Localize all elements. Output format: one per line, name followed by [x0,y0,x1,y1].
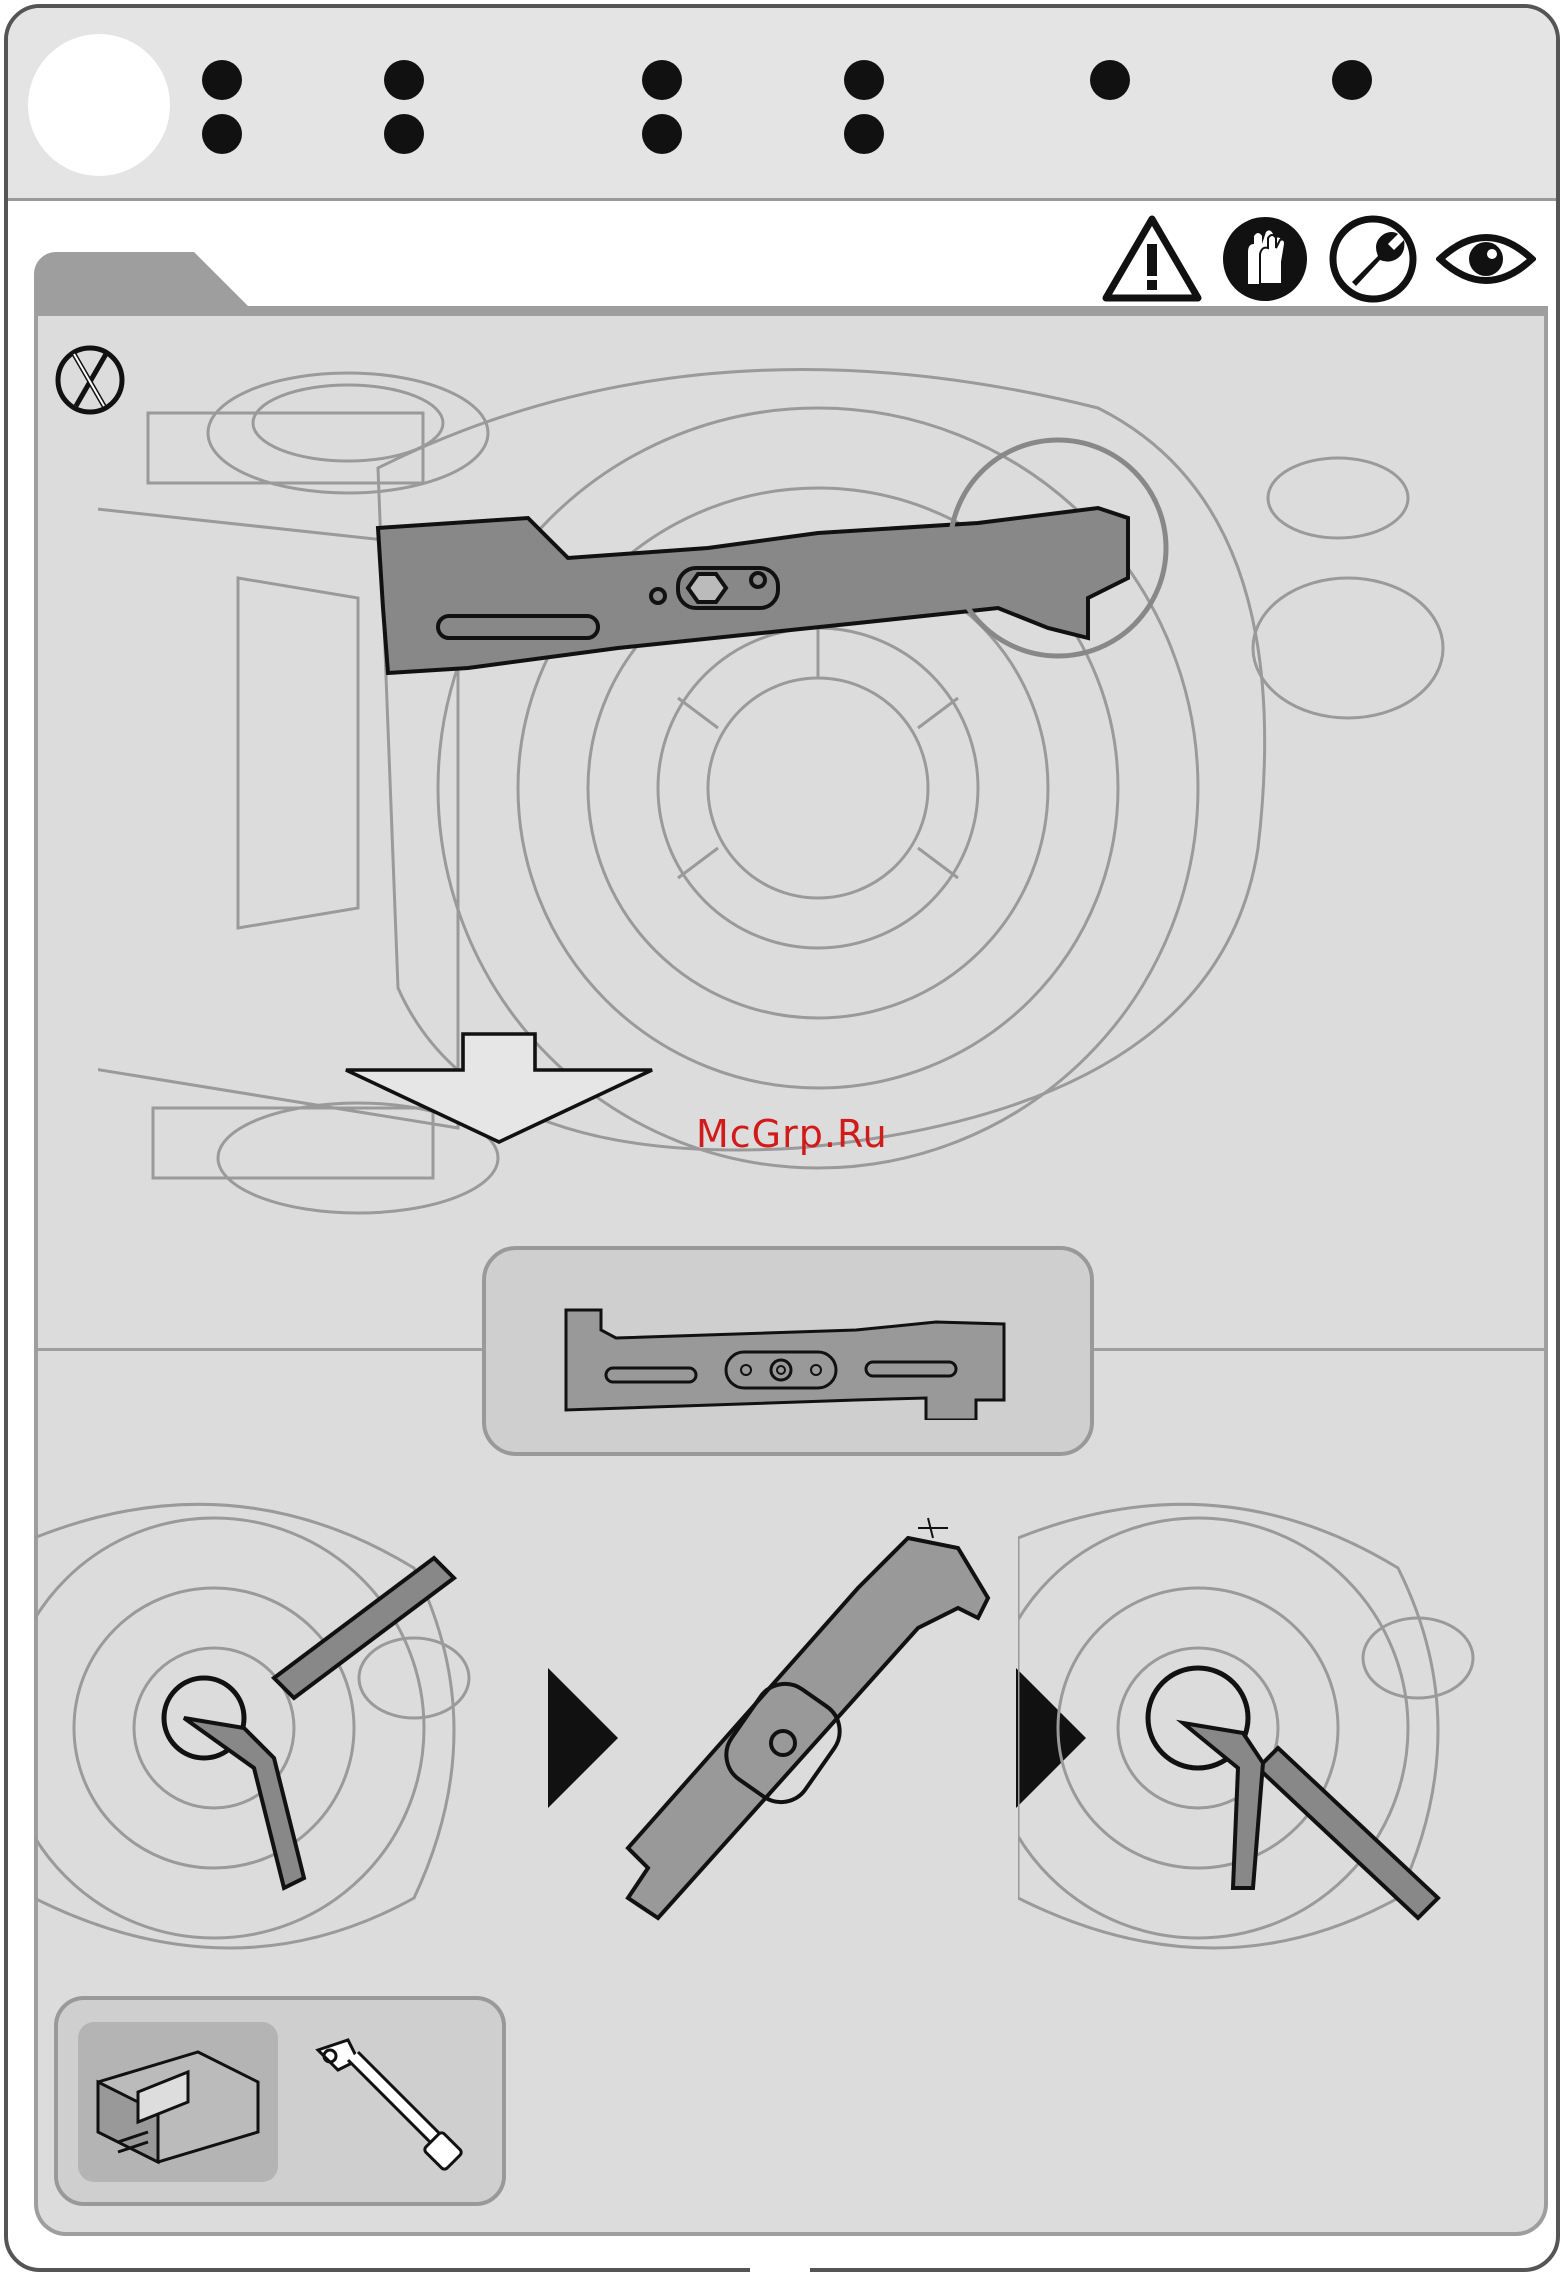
blade-detail-box [482,1246,1094,1456]
header-dot [384,114,424,154]
header-circle [28,34,170,176]
page-frame: McGrp.Ru [4,4,1560,2272]
socket-wrench-icon [298,2030,488,2180]
header-dot [1332,60,1372,100]
eye-icon [1436,224,1536,294]
section-tab [34,252,194,312]
header-dot [1090,60,1130,100]
wrench-icon [1328,214,1418,304]
safety-icons [1102,214,1536,304]
vise-icon [78,2022,278,2182]
gloves-icon [1220,214,1310,304]
next-arrow-icon [548,1668,628,1808]
header-dot [384,60,424,100]
header-dot [202,114,242,154]
header-band [8,8,1556,201]
tools-box [54,1996,506,2206]
vise-tool-panel [78,2022,278,2182]
header-dot [844,60,884,100]
header-dot [844,114,884,154]
step-install-illustration [1018,1478,1558,1978]
header-dot [642,114,682,154]
header-dot [642,60,682,100]
watermark-text: McGrp.Ru [696,1112,888,1156]
bottom-notch [750,2262,810,2276]
blade-icon [556,1300,1016,1420]
sharpened-blade-illustration [618,1508,998,1948]
header-dot [202,60,242,100]
step-remove-illustration [34,1478,554,1978]
section-tab-line [34,306,1548,316]
warning-triangle-icon [1102,214,1202,304]
